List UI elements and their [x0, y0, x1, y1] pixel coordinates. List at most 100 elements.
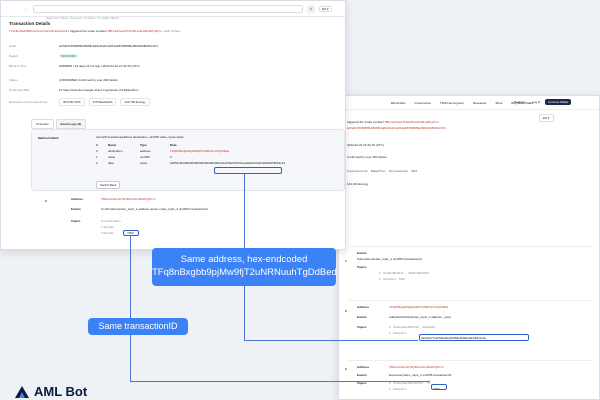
login-button[interactable]: Log In	[532, 100, 541, 104]
switch-back-button[interactable]: Switch Back	[96, 181, 121, 189]
top-nav: Blockchain Governance TRON Ecosystem Develo…	[339, 96, 599, 110]
log-index: 3	[345, 367, 347, 371]
address-label: Address	[357, 365, 370, 369]
from-address-link[interactable]: TXvHbn5wdsBi5urbJ1cHuXsnbt2xDSxudvS1	[9, 29, 70, 33]
nav-item[interactable]: TRON Ecosystem	[439, 101, 464, 105]
status-badge: SUCCESS	[59, 53, 78, 58]
callout-hex-address: Same address, hex-endcoded TFq8nBxgbb9pj…	[152, 248, 337, 286]
event-log-3: 3 Address TBFmHrNuuzPnRy9b1uZUxBsdPhgtFY…	[345, 360, 593, 399]
event-log-2: 2 Address TFfq8nBxgbb9pjMw9fjT2uNRNuuhTg…	[345, 300, 593, 360]
connector-line	[244, 286, 418, 341]
topic-row: 0 0x33e13ecb54c3076d… 75	[389, 381, 430, 385]
nav-item[interactable]: Governance	[414, 101, 431, 105]
topics-label: Topics	[357, 265, 367, 269]
param-name: destination	[108, 149, 123, 153]
nav-item[interactable]: More	[495, 101, 503, 105]
hex-highlight-box	[419, 334, 529, 341]
events-label: Events	[357, 373, 367, 377]
topics-label: Topics	[71, 219, 81, 223]
contract-link[interactable]: TBFmHrNuuzPnRy9b1uZUxBsdPhgtFYn	[107, 29, 163, 33]
block-time-label: Block & Time	[9, 63, 27, 68]
language-select[interactable]: EN ▾	[319, 6, 332, 12]
contract-link[interactable]: TBFmHrNuuzPnRy9b1uZUxBsdPhgtFYn	[384, 120, 440, 124]
subline-contract: triggered the smart contract TBFmHrNuuzP…	[347, 120, 439, 124]
subline-text: triggered the smart contract	[347, 120, 384, 124]
param-type: bytes	[140, 161, 148, 165]
address-value[interactable]: TBFmHrNuuzPnRy9b1uZUxBsdPhgtFYn	[101, 197, 156, 201]
theme-toggle-icon[interactable]: ☼	[307, 5, 315, 13]
param-row: 0 destination address TFfq8nBxgbb9pjMw9f…	[96, 148, 296, 154]
topic-row: 0 0x42e16c13f0c7d4… 0f3a2bd9	[389, 325, 435, 329]
topics-label: Topics	[357, 381, 367, 385]
hex-highlight-box-front	[214, 167, 282, 174]
search-input[interactable]: ⌕ Search by Token / Account / Contract /…	[25, 5, 303, 20]
confirmed-value: Confirmed by over 200 blocks	[347, 155, 387, 159]
topic-row: 1 0xCode ▾	[389, 331, 406, 335]
hash-value[interactable]: ac52d4736f0855b0848fb3af6c2b2d1d1fb2a687…	[347, 126, 446, 130]
callout-transaction-id: Same transactionID	[88, 318, 188, 335]
brand-name: AML Bot	[34, 384, 88, 399]
address-value[interactable]: TFfq8nBxgbb9pjMw9fjT2uNRNuuhTgDdBed	[389, 305, 449, 309]
search-icon: ⌕	[25, 7, 27, 11]
status-row: Status CONFIRMED Confirmed by over 200 b…	[9, 76, 118, 83]
sr-list: CryptoGuru US BakedTron JD Investment DE…	[347, 169, 418, 173]
topic-row: 0 Confirmation	[101, 219, 121, 223]
aml-bot-logo-icon	[15, 385, 29, 398]
col-header: #	[96, 143, 98, 147]
tab-event-logs[interactable]: Event Logs (2)	[55, 119, 87, 129]
bandwidth-chip: 375 Bandwidth	[88, 97, 117, 106]
events-value: Submission(index_topic_1 uint256 transac…	[357, 257, 422, 261]
nav-item[interactable]: Developer	[472, 101, 487, 105]
contract-tag: (Usdt Tether)	[162, 29, 181, 33]
tab-overview[interactable]: Overview	[31, 119, 54, 129]
log-index: 2	[45, 199, 47, 203]
param-name: value	[108, 155, 116, 159]
param-table: # Name Type Data 0 destination address T…	[96, 142, 296, 166]
result-label: Result	[9, 53, 18, 58]
param-row: 1 value uint256 0	[96, 154, 296, 160]
connect-wallet-button[interactable]: Connect Wallet	[545, 99, 572, 105]
param-data[interactable]: TFfq8nBxgbb9pjMw9fjT2uNRNuuhTgDdBed	[170, 149, 230, 153]
param-index: 2	[96, 161, 98, 165]
register-button[interactable]: Register	[514, 100, 526, 104]
events-value: Confirmation(index_topic_1 address owner…	[101, 207, 208, 211]
address-label: Address	[357, 305, 370, 309]
param-type: address	[140, 149, 151, 153]
energy-chip: 132,760 Energy	[120, 97, 150, 106]
resources-label: Resources Consumed & Fee	[9, 99, 48, 104]
txid-highlight-box-back	[431, 384, 447, 390]
log-index: 1	[345, 259, 347, 263]
hash-row: Hash ac52d4736f0855b0848fb3af6c2b2d1d1fb…	[9, 42, 158, 49]
param-row: 2 data bytes a9059cbb0000000000000000000…	[96, 160, 296, 166]
topic-row: 0 0xc0ba8fe4b17 … 3b4d7b8e91f51	[379, 271, 430, 275]
events-label: Events	[357, 251, 367, 255]
hash-label: Hash	[9, 43, 17, 48]
confirmed-srs-row: Confirmed SRs 27 https://anonius Google …	[9, 86, 139, 93]
subline-text: triggered the smart contract	[69, 29, 107, 33]
top-bar: ⌕ Search by Token / Account / Contract /…	[1, 1, 345, 20]
event-log-1: 1 Events Submission(index_topic_1 uint25…	[345, 246, 593, 300]
block-time-value: 20925891 | 19 days 21 hrs ago | 2022-02-…	[59, 63, 140, 68]
hash-value: ac52d4736f0855b0848fb3af6c2b2d1d1fb2a687…	[59, 43, 158, 48]
method-label: Method Called	[38, 136, 59, 140]
energy-value: 132,913 Energy	[347, 182, 369, 186]
address-value[interactable]: TBFmHrNuuzPnRy9b1uZUxBsdPhgtFYn	[389, 365, 444, 369]
subline: TXvHbn5wdsBi5urbJ1cHuXsnbt2xDSxudvS1 tri…	[9, 29, 180, 33]
language-select[interactable]: EN ▾	[539, 114, 554, 122]
param-index: 0	[96, 149, 98, 153]
status-label: Status	[9, 77, 18, 82]
nav-item[interactable]: Blockchain	[391, 101, 406, 105]
events-value: Execution(index_topic_1 uint256 transact…	[389, 373, 452, 377]
topics-label: Topics	[357, 325, 367, 329]
front-window: ⌕ Search by Token / Account / Contract /…	[0, 0, 346, 250]
resources-row: Resources Consumed & Fee 36.6793 TRX 375…	[9, 97, 150, 106]
connector-line	[130, 235, 131, 318]
param-data: 0	[170, 155, 172, 159]
block-time-row: Block & Time 20925891 | 19 days 21 hrs a…	[9, 62, 140, 69]
result-row: Result SUCCESS	[9, 52, 78, 59]
resources-chips: 36.6793 TRX 375 Bandwidth 132,760 Energy	[59, 97, 150, 106]
nav-item[interactable]: Buy/Swap/Stake	[511, 101, 534, 105]
col-header: Data	[170, 143, 177, 147]
param-name: data	[108, 161, 114, 165]
txid-highlight-box-front	[123, 230, 139, 236]
